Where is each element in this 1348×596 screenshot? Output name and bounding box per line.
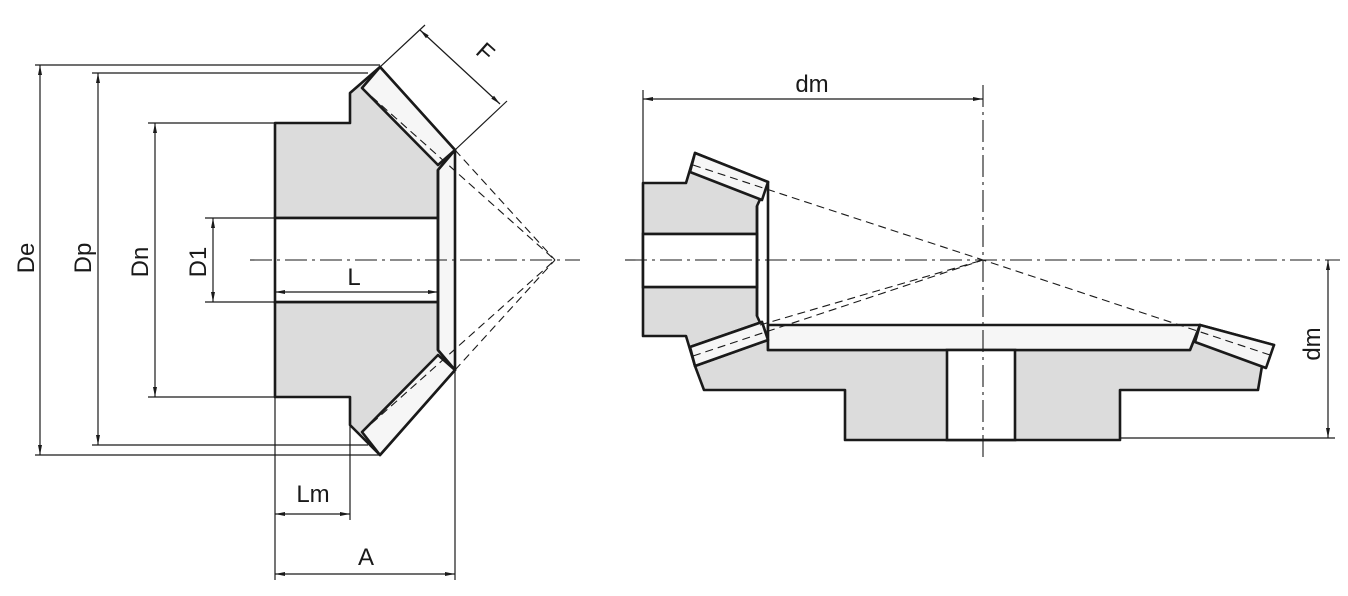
gear-pair-view: dm dm	[625, 71, 1340, 462]
label-D1: D1	[185, 247, 212, 278]
label-F: F	[471, 37, 500, 67]
label-A: A	[358, 544, 374, 571]
label-Dp: Dp	[70, 243, 97, 274]
mesh-gear-tooth-right	[1193, 323, 1276, 370]
mesh-gear-tooth-left	[688, 320, 770, 368]
label-dm-side: dm	[1299, 327, 1326, 360]
label-L: L	[347, 264, 360, 291]
mesh-gear-face	[766, 323, 1202, 352]
label-Dn: Dn	[127, 247, 154, 278]
label-Lm: Lm	[296, 481, 329, 508]
label-dm-top: dm	[795, 71, 828, 98]
mesh-gear-bore	[945, 348, 1017, 442]
mesh-pinion-tooth-upper	[688, 151, 770, 202]
dim-F	[419, 29, 501, 105]
pinion-tooth-upper	[360, 65, 457, 167]
pinion-view: De Dp Dn D1 L F Lm A	[13, 24, 580, 580]
label-De: De	[13, 243, 40, 274]
